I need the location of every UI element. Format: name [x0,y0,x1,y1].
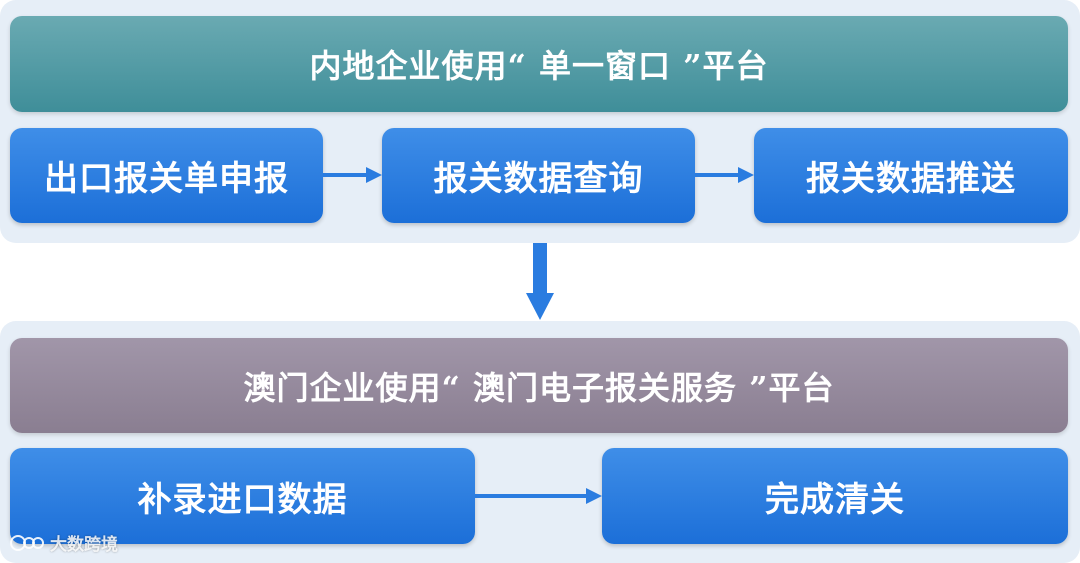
watermark-text: 大数跨境 [50,535,118,555]
macau-platform-title: 澳门企业使用“ 澳门电子报关服务 ”平台 [10,338,1068,433]
step-declaration-push: 报关数据推送 [754,128,1068,223]
mainland-platform-title: 内地企业使用“ 单一窗口 ”平台 [10,16,1068,112]
step-clearance-complete: 完成清关 [602,448,1068,544]
down-arrow-icon [526,243,554,320]
step-import-data-entry: 补录进口数据 [10,448,475,544]
step-export-declaration: 出口报关单申报 [10,128,323,223]
brand-logo-icon [10,534,44,551]
step-declaration-query: 报关数据查询 [382,128,695,223]
watermark: 大数跨境 [10,530,118,555]
